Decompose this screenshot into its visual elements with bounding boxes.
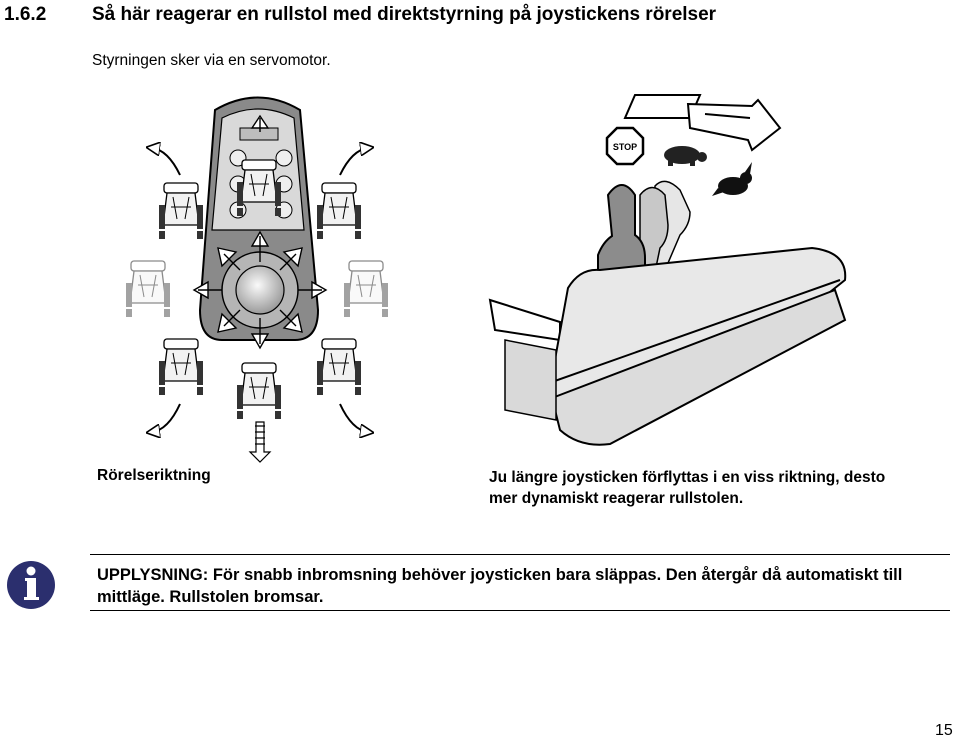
page-number: 15 bbox=[935, 722, 953, 739]
speed-caption: Ju längre joysticken förflyttas i en vis… bbox=[489, 469, 886, 507]
joystick-speed-diagram: STOP bbox=[488, 94, 847, 446]
stop-sign-label: STOP bbox=[613, 142, 637, 152]
notice-bottom-rule bbox=[90, 610, 950, 611]
rabbit-icon bbox=[712, 162, 752, 196]
joystick-direction-diagram bbox=[125, 96, 389, 463]
turtle-icon bbox=[664, 146, 707, 166]
direction-caption: Rörelseriktning bbox=[97, 467, 211, 484]
intro-text: Styrningen sker via en servomotor. bbox=[92, 52, 331, 69]
section-number: 1.6.2 bbox=[4, 4, 47, 25]
notice-top-rule bbox=[90, 554, 950, 555]
notice-text: UPPLYSNING: För snabb inbromsning behöve… bbox=[97, 566, 903, 606]
info-icon bbox=[7, 561, 55, 609]
section-title: Så här reagerar en rullstol med direktst… bbox=[92, 4, 717, 25]
